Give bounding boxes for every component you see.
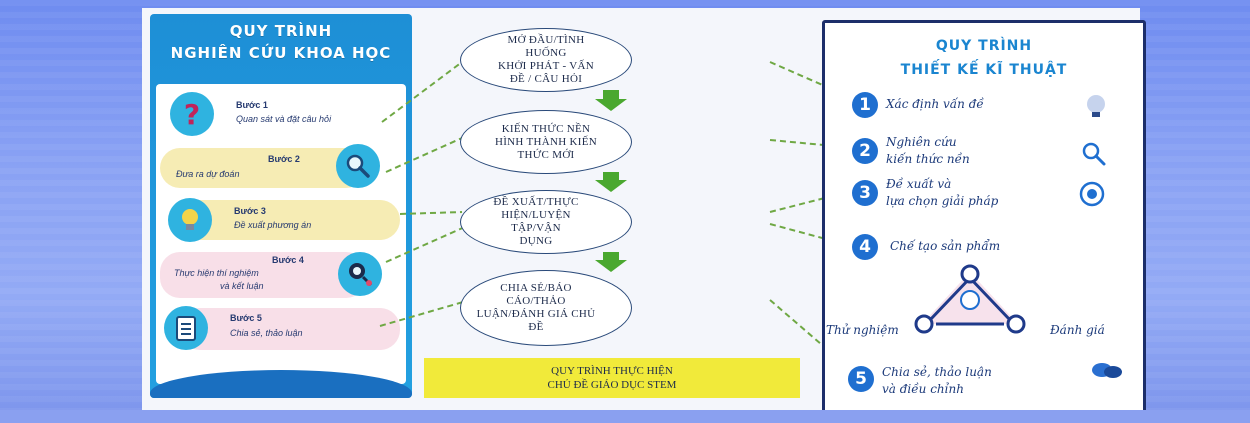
cycle-right-label: Đánh giá [1050,323,1105,337]
lightbulb-icon [168,198,212,242]
left-panel-title: QUY TRÌNH NGHIÊN CỨU KHOA HỌC [150,20,412,64]
right-title-line1: QUY TRÌNH [935,38,1033,54]
science-step-4-label-line1: Thực hiện thí nghiệm [174,268,259,278]
magnifier-icon [336,144,380,188]
stem-stage-3-line1: ĐỀ XUẤT/THỰC [493,196,579,208]
bottom-band [0,410,1250,423]
science-step-3: Bước 3 Đề xuất phương án [180,200,400,240]
engineering-step-3-line2: lựa chọn giải pháp [886,194,999,208]
science-step-2-head: Bước 2 [268,154,300,164]
science-step-4-head: Bước 4 [272,255,304,265]
stem-stage-2-line3: THỨC MỚI [517,148,575,161]
clipboard-icon [164,306,208,350]
stem-stage-4-line2: CÁO/THẢO [506,295,566,307]
stem-stage-3-line2: HIỆN/LUYỆN TẬP/VẬN [501,209,571,234]
target-icon [1078,180,1106,208]
left-title-line2: NGHIÊN CỨU KHOA HỌC [170,44,392,62]
stem-stage-2-line1: KIẾN THỨC NỀN [501,122,591,135]
science-step-1: Bước 1 Quan sát và đặt câu hỏi [190,94,400,134]
engineering-step-3-line1: Đề xuất và [886,177,952,191]
engineering-step-2-label: Nghiên cứu kiến thức nền [886,134,970,168]
question-mark-icon: ? [170,92,214,136]
right-panel [822,20,1146,416]
stem-stage-4-line4: ĐỀ [528,321,544,333]
engineering-step-3-number: 3 [852,180,878,206]
stem-stage-2-line2: HÌNH THÀNH KIẾN [494,135,598,148]
science-step-2-label: Đưa ra dự đoán [176,169,240,179]
engineering-step-2-line2: kiến thức nền [886,152,970,166]
engineering-step-3-label: Đề xuất và lựa chọn giải pháp [886,176,998,210]
engineering-step-4-label: Chế tạo sản phẩm [890,239,1001,253]
stem-stage-3-line3: DỤNG [519,235,553,247]
stem-stage-1-line2: KHỞI PHÁT - VẤN [497,60,595,72]
science-step-5-head: Bước 5 [230,313,262,323]
stem-stage-4-line3: LUẬN/ĐÁNH GIÁ CHỦ [476,308,596,320]
engineering-step-1-label: Xác định vấn đề [886,97,984,111]
science-step-3-label: Đề xuất phương án [234,220,312,230]
stem-process-footer: QUY TRÌNH THỰC HIỆN CHỦ ĐỀ GIÁO DỤC STEM [424,358,800,398]
right-panel-title: QUY TRÌNH THIẾT KẾ KĨ THUẬT [822,34,1146,82]
science-step-1-label: Quan sát và đặt câu hỏi [236,114,332,124]
engineering-step-5-line2: và điều chỉnh [882,382,964,396]
stem-footer-line1: QUY TRÌNH THỰC HIỆN [551,365,673,377]
left-title-line1: QUY TRÌNH [229,22,333,40]
lightbulb-icon [1078,90,1114,120]
engineering-step-1-number: 1 [852,92,878,118]
engineering-step-4-number: 4 [852,234,878,260]
stem-stage-1: MỞ ĐẦU/TÌNH HUỐNG KHỞI PHÁT - VẤN ĐỀ / C… [460,28,632,92]
microscope-icon [338,252,382,296]
science-step-4: Bước 4 Thực hiện thí nghiệm và kết luận [160,252,366,298]
science-step-1-head: Bước 1 [236,100,268,110]
stem-stage-4: CHIA SẺ/BÁO CÁO/THẢO LUẬN/ĐÁNH GIÁ CHỦ Đ… [460,270,632,346]
cycle-left-label: Thử nghiệm [826,323,899,337]
magnifier-icon [1080,140,1108,168]
cycle-triangle-icon [914,264,1026,334]
left-panel: QUY TRÌNH NGHIÊN CỨU KHOA HỌC Bước 1 Qua… [150,14,412,398]
stem-footer-line2: CHỦ ĐỀ GIÁO DỤC STEM [547,379,677,391]
science-step-5-label: Chia sẻ, thảo luận [230,328,303,338]
engineering-step-5-line1: Chia sẻ, thảo luận [882,365,992,379]
engineering-step-2-number: 2 [852,138,878,164]
stem-stage-1-line1: MỞ ĐẦU/TÌNH HUỐNG [507,34,585,59]
engineering-step-2-line1: Nghiên cứu [886,135,957,149]
chat-bubbles-icon [1090,360,1124,382]
science-step-2: Bước 2 Đưa ra dự đoán [160,148,366,188]
svg-text:?: ? [184,99,200,129]
engineering-step-5-number: 5 [848,366,874,392]
right-title-line2: THIẾT KẾ KĨ THUẬT [900,62,1068,78]
stem-stage-1-line3: ĐỀ / CÂU HỎI [509,73,583,85]
science-step-3-head: Bước 3 [234,206,266,216]
stem-stage-2: KIẾN THỨC NỀN HÌNH THÀNH KIẾN THỨC MỚI [460,110,632,174]
stem-stage-3: ĐỀ XUẤT/THỰC HIỆN/LUYỆN TẬP/VẬN DỤNG [460,190,632,254]
science-step-5: Bước 5 Chia sẻ, thảo luận [180,308,400,350]
stem-stage-4-line1: CHIA SẺ/BÁO [500,282,572,294]
science-step-4-label-line2: và kết luận [220,281,264,291]
engineering-step-5-label: Chia sẻ, thảo luận và điều chỉnh [882,364,992,398]
